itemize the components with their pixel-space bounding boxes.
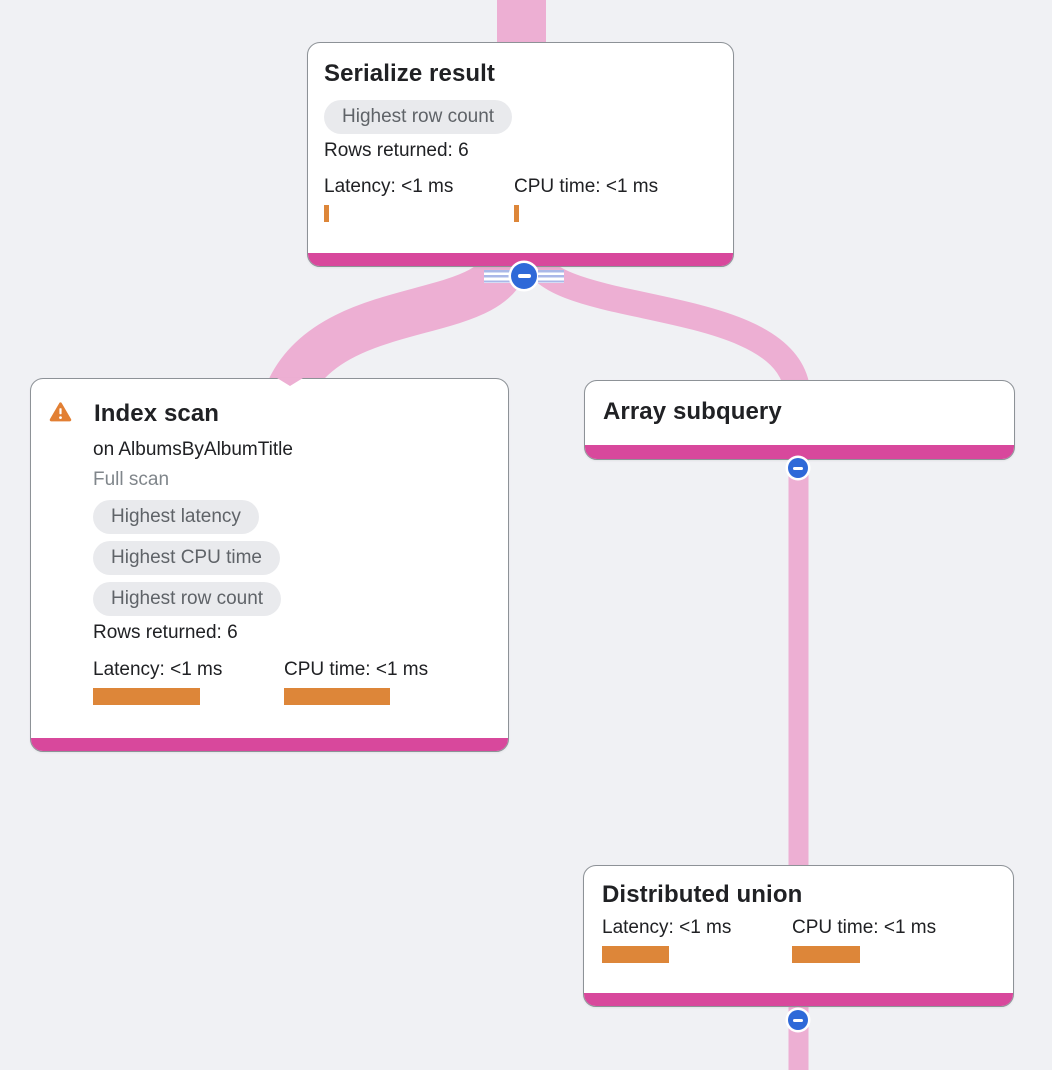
rows-returned-label: Rows returned: 6 [93,622,238,643]
edge-arrowhead-index-scan [277,378,303,386]
edge-serialize-to-index-scan [269,249,530,400]
latency-metric: Latency: <1 ms [93,657,284,705]
minus-icon [793,1018,803,1022]
cpu-time-bar [284,688,390,705]
badge-highest-row-count: Highest row count [93,582,282,616]
collapse-decoration-right [538,269,564,283]
cpu-time-bar [792,946,860,963]
minus-icon [511,263,537,289]
edge-serialize-to-array-subquery [521,249,810,393]
cpu-time-metric: CPU time: <1 ms [514,174,658,222]
plan-node-index-scan[interactable]: Index scan on AlbumsByAlbumTitle Full sc… [30,378,509,752]
node-accent-bar [584,993,1013,1006]
node-title: Array subquery [603,398,782,425]
latency-bar [93,688,200,705]
collapse-decoration-left [484,269,510,283]
plan-node-distributed-union[interactable]: Distributed union Latency: <1 ms CPU tim… [583,865,1014,1007]
latency-metric: Latency: <1 ms [324,174,514,222]
cpu-time-label: CPU time: <1 ms [284,659,429,680]
badge-highest-latency: Highest latency [93,500,259,534]
cpu-time-bar [514,205,519,222]
latency-metric: Latency: <1 ms [602,915,792,963]
badge-highest-row-count: Highest row count [324,100,513,134]
latency-bar [602,946,669,963]
cpu-time-metric: CPU time: <1 ms [792,915,936,963]
collapse-toggle-serialize-result[interactable] [484,263,564,289]
warning-icon [49,402,72,427]
node-title: Serialize result [324,60,496,87]
badge-highest-cpu-time: Highest CPU time [93,541,280,575]
node-accent-bar [31,738,508,751]
latency-label: Latency: <1 ms [324,176,454,197]
node-subtitle: on AlbumsByAlbumTitle [93,439,293,460]
cpu-time-label: CPU time: <1 ms [514,176,659,197]
latency-label: Latency: <1 ms [602,917,732,938]
cpu-time-label: CPU time: <1 ms [792,917,937,938]
plan-node-array-subquery[interactable]: Array subquery [584,380,1015,460]
node-title: Index scan [94,400,220,427]
latency-label: Latency: <1 ms [93,659,223,680]
latency-bar [324,205,329,222]
cpu-time-metric: CPU time: <1 ms [284,657,428,705]
full-scan-note: Full scan [93,469,170,490]
node-accent-bar [585,445,1014,459]
collapse-toggle-array-subquery[interactable] [788,458,808,478]
collapse-toggle-distributed-union[interactable] [788,1010,808,1030]
rows-returned-label: Rows returned: 6 [324,140,469,161]
minus-icon [793,466,803,470]
plan-node-serialize-result[interactable]: Serialize result Highest row count Rows … [307,42,734,267]
node-title: Distributed union [602,881,803,908]
node-accent-bar [308,253,733,266]
